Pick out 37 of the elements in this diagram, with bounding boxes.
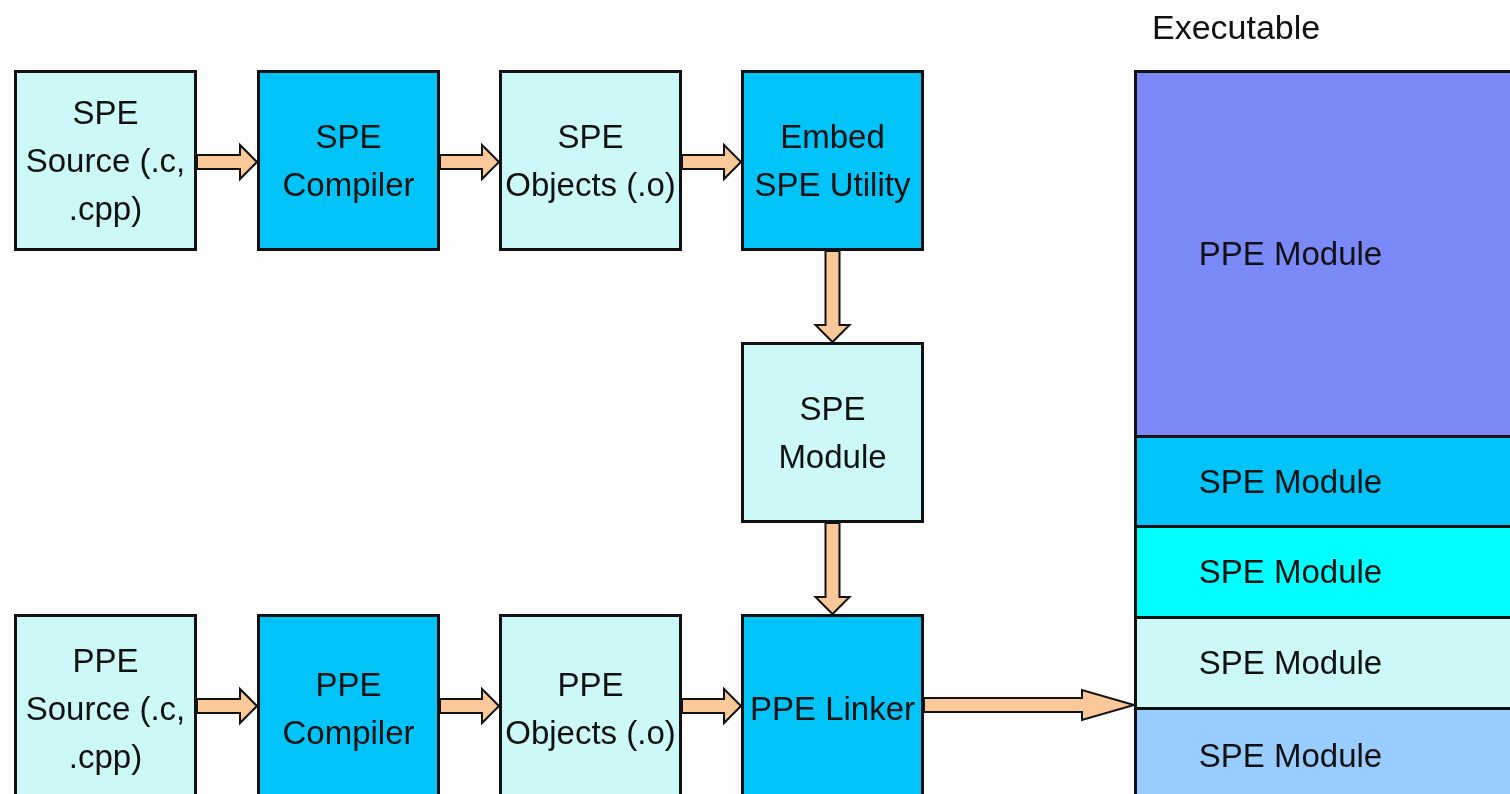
process-box — [741, 70, 924, 251]
box-label: PPE Objects (.o) — [505, 666, 676, 751]
box-label: PPE Compiler — [282, 666, 415, 751]
process-box — [257, 614, 440, 794]
module-label: SPE Module — [1198, 552, 1383, 592]
module-label: SPE Module — [1198, 735, 1383, 776]
block-arrow — [196, 686, 259, 726]
module-band — [1137, 616, 1510, 707]
module-band — [1137, 73, 1510, 435]
block-arrow — [813, 522, 852, 616]
block-arrow — [681, 686, 743, 726]
process-box — [14, 70, 197, 251]
module-label: SPE Module — [1198, 461, 1383, 502]
module-band — [1137, 707, 1510, 794]
block-arrow — [439, 142, 501, 182]
block-arrow — [813, 250, 852, 344]
box-label: SPE Module — [778, 389, 887, 475]
box-label: SPE Source (.c, .cpp) — [25, 93, 186, 227]
process-box — [14, 614, 197, 794]
module-label: PPE Module — [1198, 234, 1383, 274]
box-label: PPE Linker — [749, 690, 916, 727]
executable-heading: Executable — [1152, 8, 1321, 47]
process-box — [499, 70, 682, 251]
process-box — [741, 614, 924, 794]
box-label: SPE Objects (.o) — [505, 117, 676, 203]
process-box — [499, 614, 682, 794]
block-arrow — [439, 686, 501, 726]
block-arrow — [196, 142, 259, 182]
block-arrow — [681, 142, 743, 182]
module-label: SPE Module — [1198, 643, 1383, 683]
module-band — [1137, 525, 1510, 616]
module-band — [1137, 435, 1510, 525]
box-label: Embed SPE Utility — [754, 117, 911, 203]
box-label: SPE Compiler — [282, 117, 415, 203]
box-label: PPE Source (.c, .cpp) — [25, 642, 186, 775]
process-box — [257, 70, 440, 251]
process-box — [741, 342, 924, 523]
